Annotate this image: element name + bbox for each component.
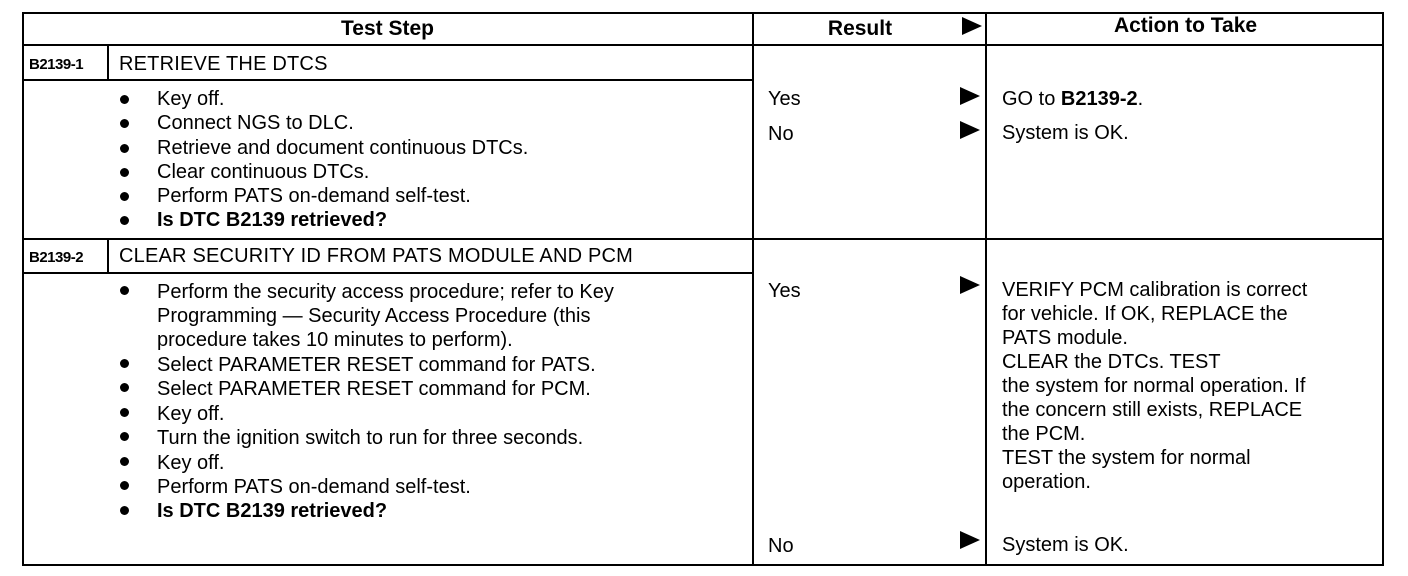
action-line: the concern still exists, REPLACE xyxy=(1002,399,1303,421)
bullet-icon xyxy=(120,408,129,417)
bullet-icon xyxy=(120,457,129,466)
divider-result-col xyxy=(752,12,754,566)
list-item: procedure takes 10 minutes to perform). xyxy=(157,329,513,351)
step1-result-yes: Yes xyxy=(768,88,801,110)
step1-action-no: System is OK. xyxy=(1002,122,1129,144)
action-line: the PCM. xyxy=(1002,423,1086,445)
list-item: Perform the security access procedure; r… xyxy=(157,281,614,303)
header-test-step: Test Step xyxy=(341,17,434,40)
bullet-icon xyxy=(120,192,129,201)
step2-action-no: System is OK. xyxy=(1002,534,1129,556)
step1-action-yes: GO to B2139-2. xyxy=(1002,88,1144,110)
diagnostic-table xyxy=(22,12,1384,566)
arrow-icon xyxy=(960,87,980,105)
list-item: Is DTC B2139 retrieved? xyxy=(157,500,388,522)
step2-title-line xyxy=(22,272,753,274)
divider-action-col xyxy=(985,12,987,566)
list-item: Is DTC B2139 retrieved? xyxy=(157,209,388,231)
step2-result-yes: Yes xyxy=(768,280,801,302)
list-item: Connect NGS to DLC. xyxy=(157,112,354,134)
header-result: Result xyxy=(827,17,893,40)
list-item: Key off. xyxy=(157,452,225,474)
step2-title: CLEAR SECURITY ID FROM PATS MODULE AND P… xyxy=(119,245,634,267)
bullet-icon xyxy=(120,506,129,515)
list-item: Perform PATS on-demand self-test. xyxy=(157,476,471,498)
list-item: Key off. xyxy=(157,88,225,110)
step2-result-no: No xyxy=(768,535,794,557)
list-item: Key off. xyxy=(157,403,225,425)
step1-title: RETRIEVE THE DTCS xyxy=(119,53,328,75)
list-item: Clear continuous DTCs. xyxy=(157,161,370,183)
step2-code: B2139-2 xyxy=(29,249,84,266)
step1-title-line xyxy=(22,79,753,81)
list-item: Programming — Security Access Procedure … xyxy=(157,305,591,327)
header-action: Action to Take xyxy=(1113,14,1258,37)
bullet-icon xyxy=(120,359,129,368)
bullet-icon xyxy=(120,119,129,128)
header-arrow-icon xyxy=(962,17,982,35)
bullet-icon xyxy=(120,168,129,177)
action-line: TEST the system for normal xyxy=(1002,447,1251,469)
list-item: Turn the ignition switch to run for thre… xyxy=(157,427,584,449)
bullet-icon xyxy=(120,432,129,441)
header-bottom-line xyxy=(22,44,1384,46)
divider-code-2 xyxy=(107,240,109,274)
list-item: Select PARAMETER RESET command for PCM. xyxy=(157,378,591,400)
list-item: Perform PATS on-demand self-test. xyxy=(157,185,471,207)
arrow-icon xyxy=(960,276,980,294)
bullet-icon xyxy=(120,481,129,490)
bullet-icon xyxy=(120,383,129,392)
action-line: for vehicle. If OK, REPLACE the xyxy=(1002,303,1288,325)
bullet-icon xyxy=(120,216,129,225)
list-item: Retrieve and document continuous DTCs. xyxy=(157,137,529,159)
bullet-icon xyxy=(120,286,129,295)
arrow-icon xyxy=(960,121,980,139)
step-separator-line xyxy=(22,238,1384,240)
step1-code: B2139-1 xyxy=(29,56,84,73)
divider-code-1 xyxy=(107,45,109,80)
action-line: PATS module. xyxy=(1002,327,1128,349)
list-item: Select PARAMETER RESET command for PATS. xyxy=(157,354,596,376)
bullet-icon xyxy=(120,144,129,153)
arrow-icon xyxy=(960,531,980,549)
action-line: CLEAR the DTCs. TEST xyxy=(1002,351,1221,373)
action-line: VERIFY PCM calibration is correct xyxy=(1002,279,1308,301)
action-line: operation. xyxy=(1002,471,1091,493)
action-line: the system for normal operation. If xyxy=(1002,375,1306,397)
step1-result-no: No xyxy=(768,123,794,145)
bullet-icon xyxy=(120,95,129,104)
